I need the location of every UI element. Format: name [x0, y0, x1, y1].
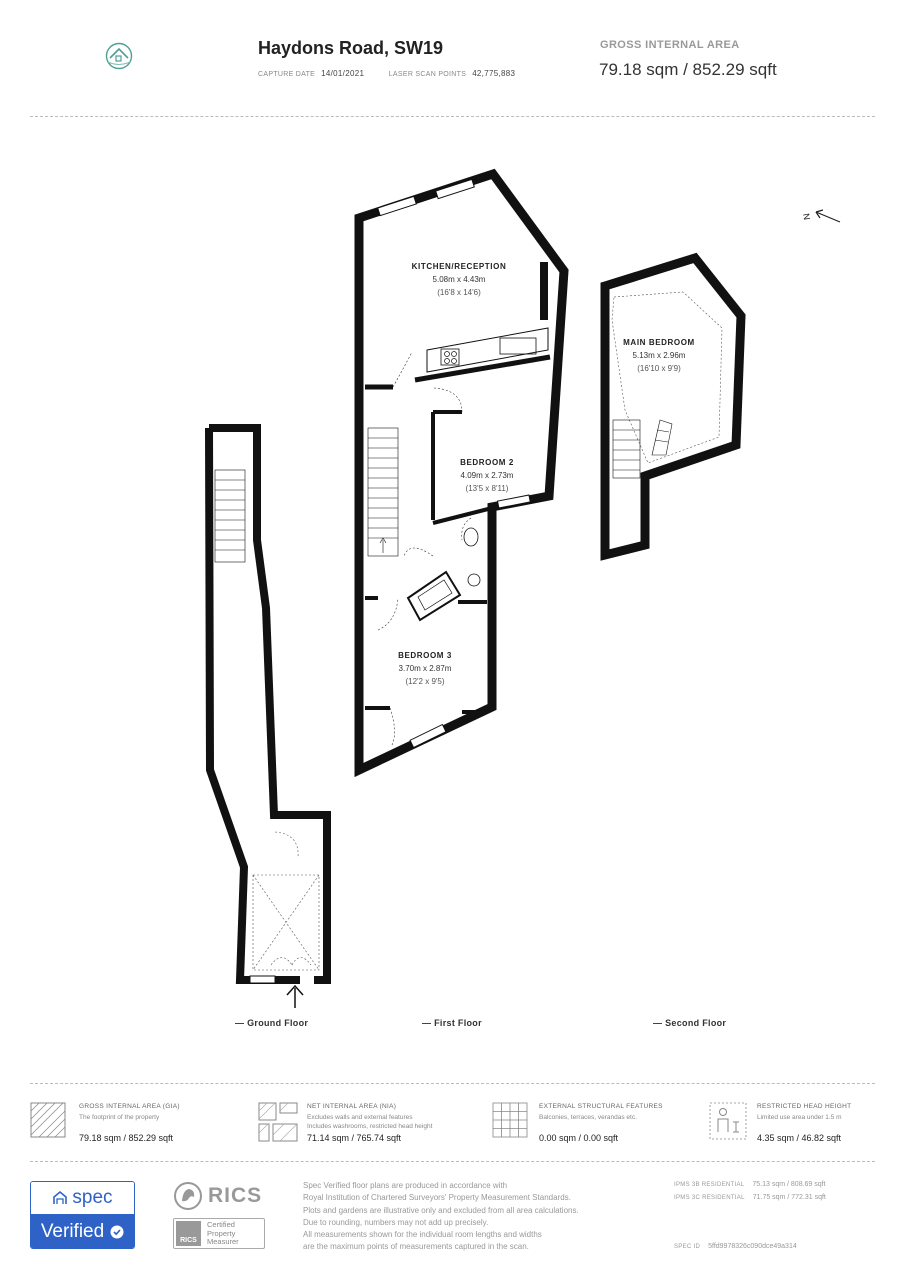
property-title: Haydons Road, SW19 [258, 38, 444, 58]
gia-header-label: GROSS INTERNAL AREA [600, 39, 740, 51]
disclaimer-line: Spec Verified floor plans are produced i… [303, 1181, 508, 1190]
disclaimer-line: All measurements shown for the individua… [303, 1230, 542, 1240]
rics-logo: RICS [173, 1181, 268, 1213]
ipms-3c-label: IPMS 3C RESIDENTIAL [674, 1195, 745, 1201]
legend-gia-desc: The footprint of the property [79, 1114, 160, 1121]
window [409, 723, 447, 749]
floor-label-second-text: Second Floor [665, 1018, 727, 1028]
rics-certified-2: Property [207, 1228, 236, 1238]
legend-restricted-value: 4.35 sqm / 46.82 sqft [757, 1133, 842, 1143]
legend-external-value: 0.00 sqm / 0.00 sqft [539, 1133, 619, 1143]
window [435, 178, 475, 200]
disclaimer-line: Due to rounding, numbers may not add up … [303, 1217, 489, 1227]
scan-points-label: LASER SCAN POINTS [388, 71, 467, 78]
compass-arrow-icon: N [801, 209, 841, 223]
spec-id: SPEC ID 5ffd9978326c090dce49a314 [674, 1243, 797, 1250]
ground-floor-walls [205, 424, 331, 984]
garden-area [252, 831, 320, 971]
legend-external: EXTERNAL STRUCTURAL FEATURES Balconies, … [492, 1102, 702, 1147]
disclaimer-line: Royal Institution of Chartered Surveyors… [303, 1193, 571, 1203]
rics-certified-3: Measurer [207, 1237, 239, 1246]
room-imperial-bedroom3: (12'2 x 9'5) [405, 677, 444, 686]
room-dim-kitchen: 5.08m x 4.43m [433, 275, 486, 284]
legend-gia-value: 79.18 sqm / 852.29 sqft [79, 1133, 174, 1143]
window [249, 975, 276, 984]
grid-icon [492, 1102, 528, 1138]
capture-meta: CAPTURE DATE 14/01/2021 LASER SCAN POINTS… [258, 69, 537, 78]
legend-nia-value: 71.14 sqm / 765.74 sqft [307, 1133, 402, 1143]
legend-gia-title: GROSS INTERNAL AREA (GIA) [79, 1103, 180, 1110]
rics-logo-text: RICS [208, 1184, 263, 1207]
room-dim-bedroom3: 3.70m x 2.87m [399, 664, 452, 673]
second-floor-plan: MAIN BEDROOM 5.13m x 2.96m (16'10 x 9'9) [600, 252, 746, 561]
hatch-gia-icon [30, 1102, 66, 1138]
gia-header-value: 79.18 sqm / 852.29 sqft [599, 60, 777, 79]
rics-certified-badge: RICS Certified Property Measurer [173, 1218, 265, 1249]
legend-restricted-desc: Limited use area under 1.5 m [757, 1114, 842, 1121]
legend-divider [30, 1161, 875, 1162]
ipms-3b-label: IPMS 3B RESIDENTIAL [674, 1182, 745, 1188]
capture-date-value: 14/01/2021 [321, 69, 365, 78]
disclaimer: Spec Verified floor plans are produced i… [303, 1180, 663, 1254]
verified-label: Verified [40, 1221, 105, 1242]
capture-date-label: CAPTURE DATE [258, 71, 316, 78]
legend-nia-desc-2: Includes washrooms, restricted head heig… [307, 1123, 433, 1130]
house-logo-icon [105, 42, 133, 70]
second-floor-walls [600, 252, 746, 561]
scan-points-value: 42,775,883 [472, 69, 516, 78]
legend-restricted-title: RESTRICTED HEAD HEIGHT [757, 1103, 852, 1110]
room-dim-main-bedroom: 5.13m x 2.96m [633, 351, 686, 360]
plan-divider [30, 1083, 875, 1084]
entrance-arrow-icon [286, 984, 304, 1008]
legend-restricted: RESTRICTED HEAD HEIGHT Limited use area … [709, 1102, 869, 1147]
legend-external-desc: Balconies, terraces, verandas etc. [539, 1114, 637, 1121]
disclaimer-line: Plots and gardens are illustrative only … [303, 1205, 579, 1215]
room-imperial-kitchen: (16'8 x 14'6) [437, 288, 481, 297]
room-name-kitchen: KITCHEN/RECEPTION [412, 262, 507, 271]
ground-floor-plan [205, 424, 331, 1008]
window [496, 494, 531, 509]
ipms-3c-value: 71.75 sqm / 772.31 sqft [752, 1194, 826, 1201]
nia-icon [258, 1102, 298, 1142]
rics-lion-icon [174, 1182, 202, 1210]
room-imperial-main-bedroom: (16'10 x 9'9) [637, 364, 681, 373]
disclaimer-line: are the maximum points of measurements c… [303, 1242, 529, 1252]
rics-badge-small: RICS [176, 1221, 201, 1246]
window [377, 195, 417, 217]
floor-label-first: — First Floor [422, 1018, 482, 1028]
spec-house-icon [53, 1190, 68, 1204]
room-imperial-bedroom2: (13'5 x 8'11) [466, 484, 509, 493]
floor-label-first-text: First Floor [434, 1018, 482, 1028]
legend-gia: GROSS INTERNAL AREA (GIA) The footprint … [30, 1102, 250, 1147]
ipms-3b: IPMS 3B RESIDENTIAL 75.13 sqm / 808.69 sq… [674, 1181, 826, 1188]
legend-nia-desc-1: Excludes walls and external features [307, 1114, 413, 1121]
room-name-main-bedroom: MAIN BEDROOM [623, 338, 695, 347]
compass-label: N [801, 213, 812, 221]
rics-certified-1: Certified [207, 1220, 235, 1229]
person-icon [709, 1102, 747, 1140]
spec-id-value: 5ffd9978326c090dce49a314 [708, 1243, 797, 1250]
spec-id-label: SPEC ID [674, 1244, 701, 1250]
floor-plan: N [205, 168, 841, 1008]
ipms-3b-value: 75.13 sqm / 808.69 sqft [752, 1181, 826, 1188]
spec-logo-text: spec [72, 1187, 113, 1208]
legend-nia: NET INTERNAL AREA (NIA) Excludes walls a… [258, 1102, 488, 1147]
first-floor-plan: KITCHEN/RECEPTION 5.08m x 4.43m (16'8 x … [354, 168, 569, 778]
brand-logo [104, 41, 134, 71]
header-divider [30, 116, 875, 117]
floor-label-ground: — Ground Floor [235, 1018, 309, 1028]
room-dim-bedroom2: 4.09m x 2.73m [461, 471, 514, 480]
restricted-height-outline [611, 291, 723, 464]
room-name-bedroom3: BEDROOM 3 [398, 651, 452, 660]
legend-external-title: EXTERNAL STRUCTURAL FEATURES [539, 1103, 663, 1110]
legend-nia-title: NET INTERNAL AREA (NIA) [307, 1103, 397, 1110]
room-name-bedroom2: BEDROOM 2 [460, 458, 514, 467]
spec-verified-badge: spec Verified [30, 1181, 135, 1249]
check-icon [110, 1225, 124, 1239]
floor-label-ground-text: Ground Floor [247, 1018, 309, 1028]
floor-label-second: — Second Floor [653, 1018, 727, 1028]
ipms-3c: IPMS 3C RESIDENTIAL 71.75 sqm / 772.31 sq… [674, 1194, 826, 1201]
